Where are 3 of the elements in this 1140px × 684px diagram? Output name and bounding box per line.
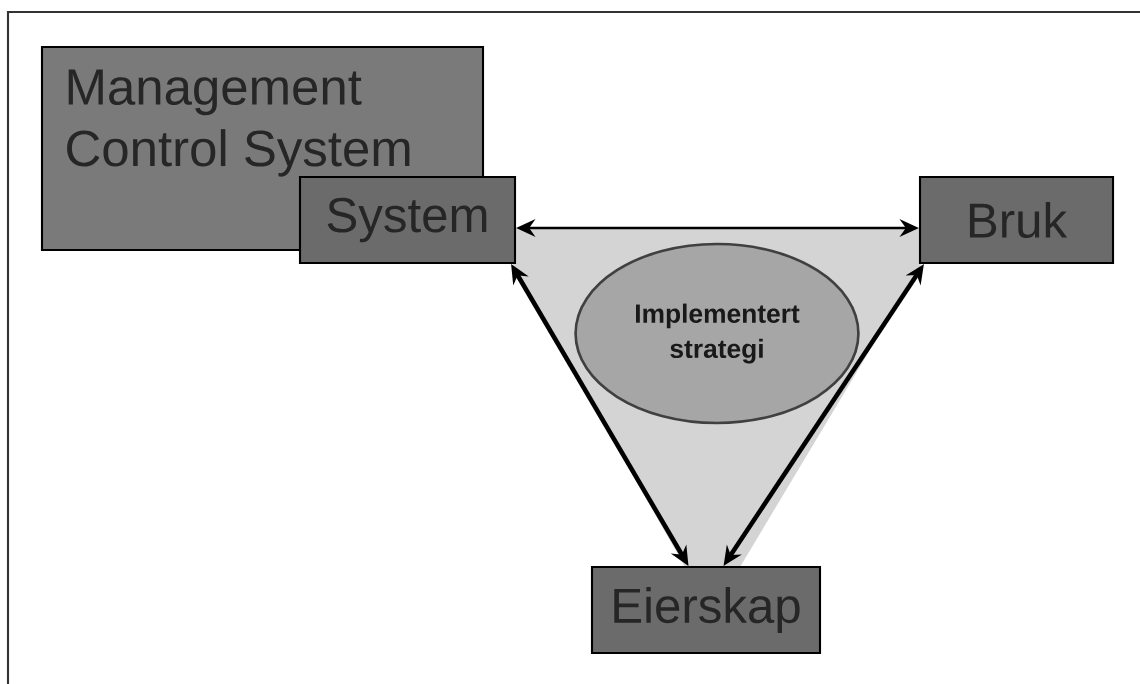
- concept-box: System: [298, 175, 517, 265]
- concept-box: Eierskap: [590, 565, 822, 655]
- concept-box: Bruk: [918, 175, 1115, 265]
